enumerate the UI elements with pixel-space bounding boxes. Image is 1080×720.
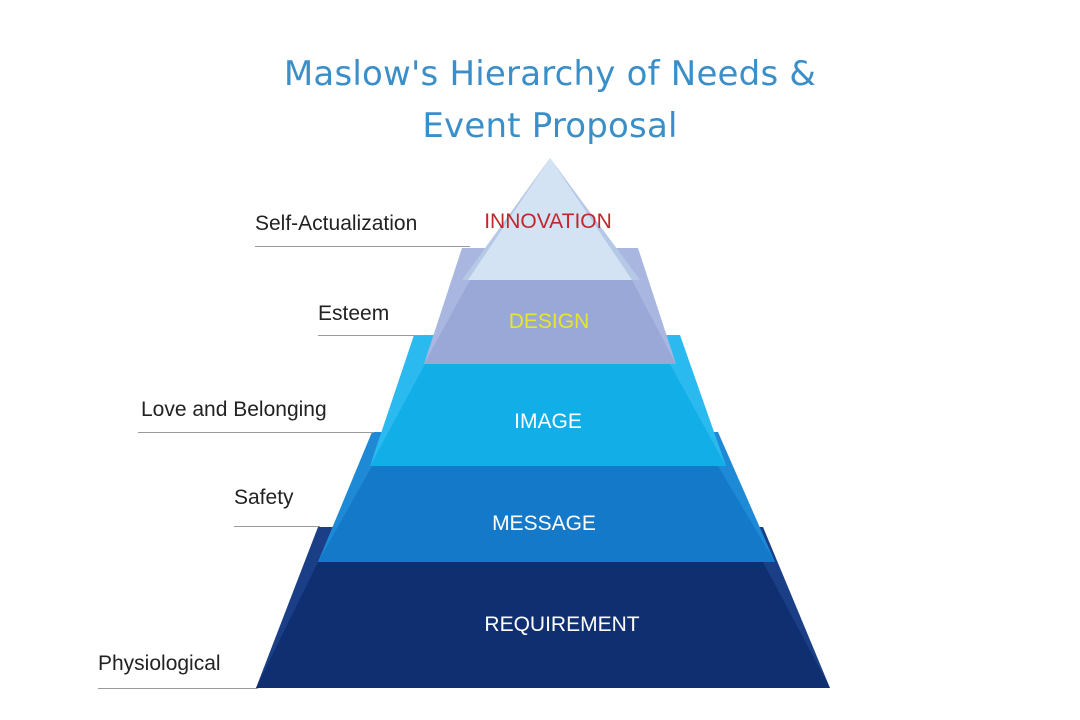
leader-line-esteem — [318, 335, 426, 336]
tier-innovation-label: INNOVATION — [484, 210, 612, 233]
need-label-physiological: Physiological — [98, 652, 221, 675]
need-label-esteem: Esteem — [318, 302, 390, 325]
need-label-self-actualization: Self-Actualization — [255, 212, 418, 235]
diagram-title-line-2: Event Proposal — [422, 106, 678, 146]
need-label-safety: Safety — [234, 486, 294, 509]
need-label-love-and-belonging: Love and Belonging — [141, 398, 327, 421]
tier-design-front-face — [424, 280, 676, 364]
tier-message-label: MESSAGE — [492, 512, 596, 535]
tier-requirement-label: REQUIREMENT — [484, 613, 639, 636]
tier-message-front-face — [318, 466, 775, 562]
diagram-title-line-1: Maslow's Hierarchy of Needs & — [283, 54, 817, 94]
leader-line-love-and-belonging — [138, 432, 374, 433]
tier-requirement: REQUIREMENT — [256, 527, 830, 688]
tier-innovation: INNOVATION — [462, 158, 640, 280]
leader-line-physiological — [98, 688, 258, 689]
tier-image: IMAGE — [370, 335, 726, 466]
tier-innovation-face — [468, 158, 632, 280]
tier-requirement-front-face — [256, 562, 830, 688]
leader-line-safety — [234, 526, 320, 527]
tier-image-front-face — [370, 364, 726, 466]
tier-image-label: IMAGE — [514, 410, 582, 433]
leader-line-self-actualization — [255, 246, 470, 247]
tier-design-label: DESIGN — [509, 310, 590, 333]
